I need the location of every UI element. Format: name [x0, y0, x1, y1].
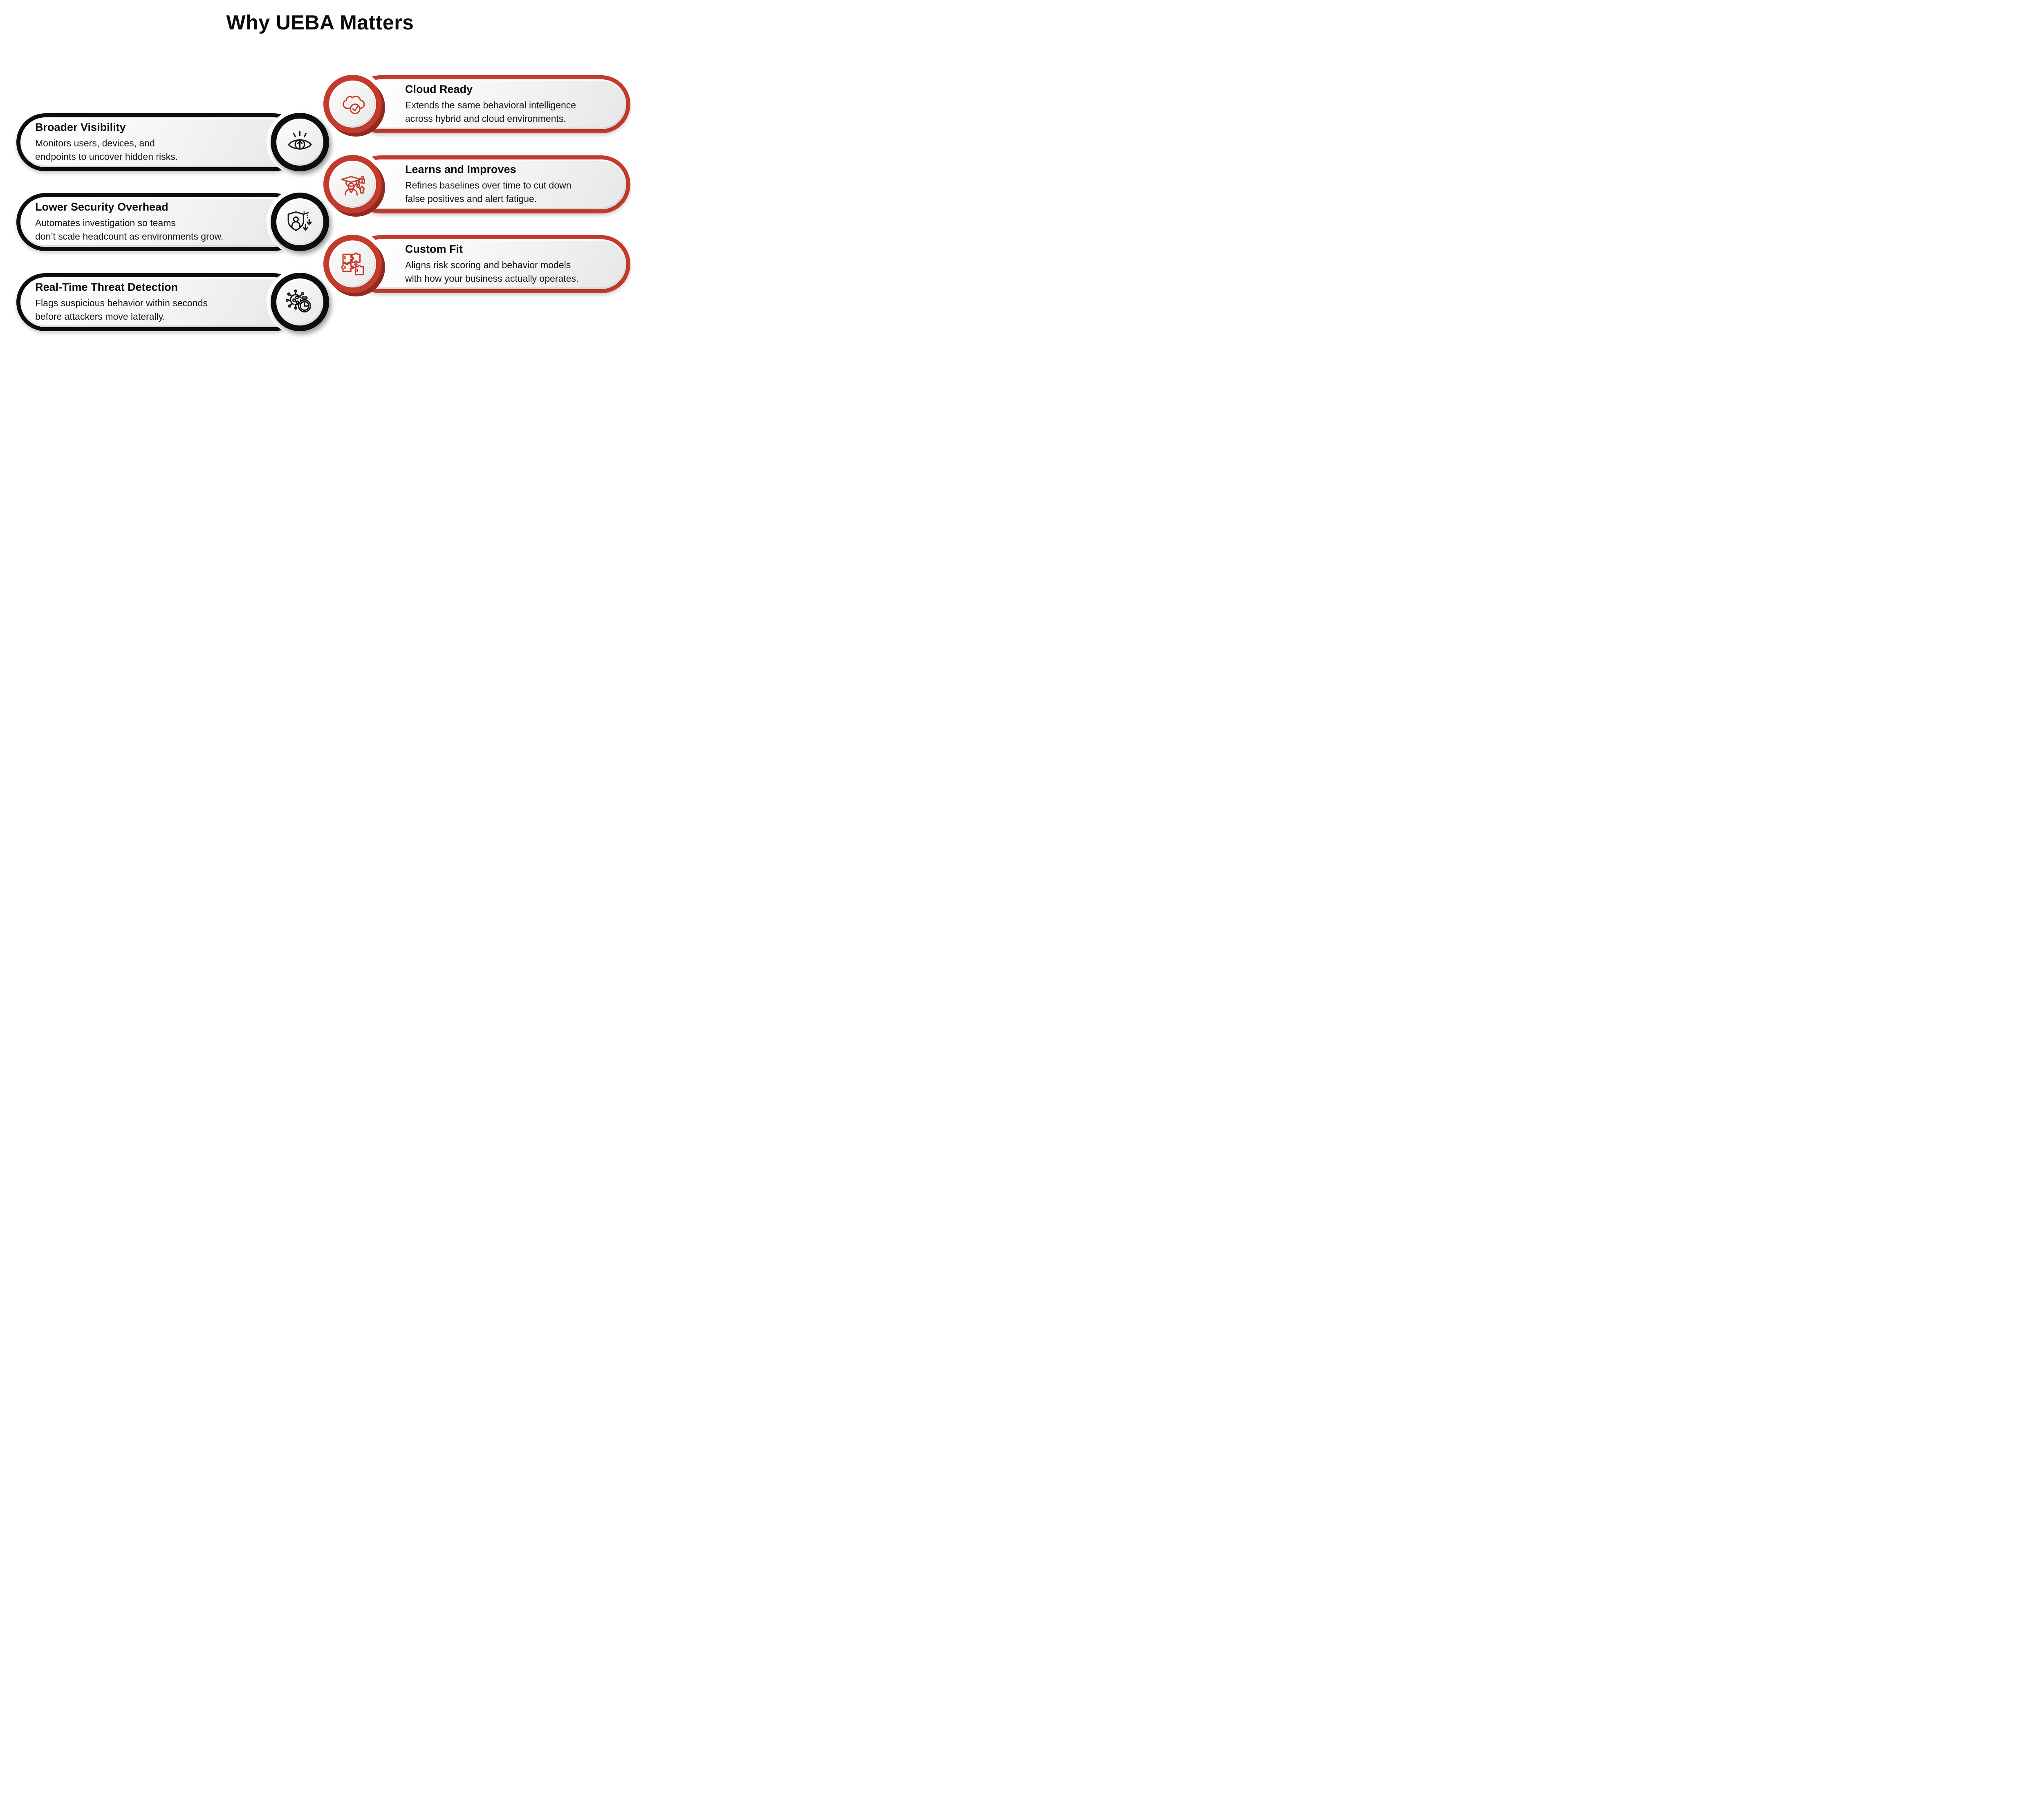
pill-heading: Broader Visibility	[35, 121, 126, 133]
pill-panel	[22, 199, 297, 245]
icon-badge-real-time-threat-detection	[267, 269, 333, 335]
icon-badge-broader-visibility	[267, 109, 333, 175]
puzzle-fit-icon	[341, 252, 364, 276]
body-line: with how your business actually operates…	[405, 273, 579, 284]
pill-panel	[357, 161, 625, 208]
body-line: Extends the same behavioral intelligence	[405, 100, 576, 110]
graduate-thumbs-up-icon	[341, 176, 365, 196]
pill-panel	[357, 241, 625, 287]
body-line: false positives and alert fatigue.	[405, 193, 537, 204]
pill-lower-security-overhead: Lower Security Overhead Automates invest…	[16, 193, 303, 251]
body-line: Aligns risk scoring and behavior models	[405, 260, 571, 270]
cloud-check-icon	[343, 96, 365, 114]
pill-body: Aligns risk scoring and behavior models w…	[405, 258, 614, 285]
pill-custom-fit: Custom Fit Aligns risk scoring and behav…	[352, 235, 630, 293]
pill-heading: Cloud Ready	[405, 83, 473, 95]
pill-heading: Learns and Improves	[405, 163, 516, 175]
infographic-canvas: Why UEBA Matters Broader Visibility Moni…	[0, 0, 640, 360]
pill-cloud-ready: Cloud Ready Extends the same behavioral …	[352, 75, 630, 133]
pill-body: Refines baselines over time to cut down f…	[405, 179, 614, 206]
pill-heading: Lower Security Overhead	[35, 201, 168, 213]
eye-growth-icon	[288, 131, 312, 150]
body-line: Flags suspicious behavior within seconds	[35, 298, 208, 308]
body-line: Monitors users, devices, and	[35, 138, 155, 148]
body-line: before attackers move laterally.	[35, 311, 165, 322]
badge-inner-disc	[331, 82, 374, 126]
pill-body: Monitors users, devices, and endpoints to…	[35, 137, 258, 164]
pill-panel	[357, 81, 625, 128]
threat-stopwatch-icon	[286, 289, 311, 313]
pill-heading: Custom Fit	[405, 243, 463, 255]
infographic-title: Why UEBA Matters	[226, 11, 414, 34]
badge-inner-disc	[331, 242, 374, 286]
body-line: endpoints to uncover hidden risks.	[35, 151, 178, 162]
body-line: Automates investigation so teams	[35, 218, 176, 228]
pill-panel	[22, 119, 297, 166]
icon-badge-cloud-ready	[319, 71, 386, 137]
icon-badge-lower-security-overhead	[267, 189, 333, 255]
icon-badge-learns-and-improves	[319, 151, 386, 218]
shield-user-reduction-icon	[287, 211, 312, 231]
pill-body: Flags suspicious behavior within seconds…	[35, 296, 258, 323]
pill-real-time-threat-detection: Real-Time Threat Detection Flags suspici…	[16, 273, 303, 331]
badge-inner-disc	[278, 200, 322, 244]
pill-learns-and-improves: Learns and Improves Refines baselines ov…	[352, 155, 630, 213]
pill-body: Extends the same behavioral intelligence…	[405, 99, 614, 126]
icon-badge-custom-fit	[319, 231, 386, 297]
pill-panel	[22, 279, 297, 325]
body-line: don’t scale headcount as environments gr…	[35, 231, 224, 242]
pill-broader-visibility: Broader Visibility Monitors users, devic…	[16, 113, 303, 171]
body-line: across hybrid and cloud environments.	[405, 113, 566, 124]
body-line: Refines baselines over time to cut down	[405, 180, 572, 191]
pill-heading: Real-Time Threat Detection	[35, 281, 178, 293]
pill-body: Automates investigation so teams don’t sc…	[35, 216, 258, 243]
